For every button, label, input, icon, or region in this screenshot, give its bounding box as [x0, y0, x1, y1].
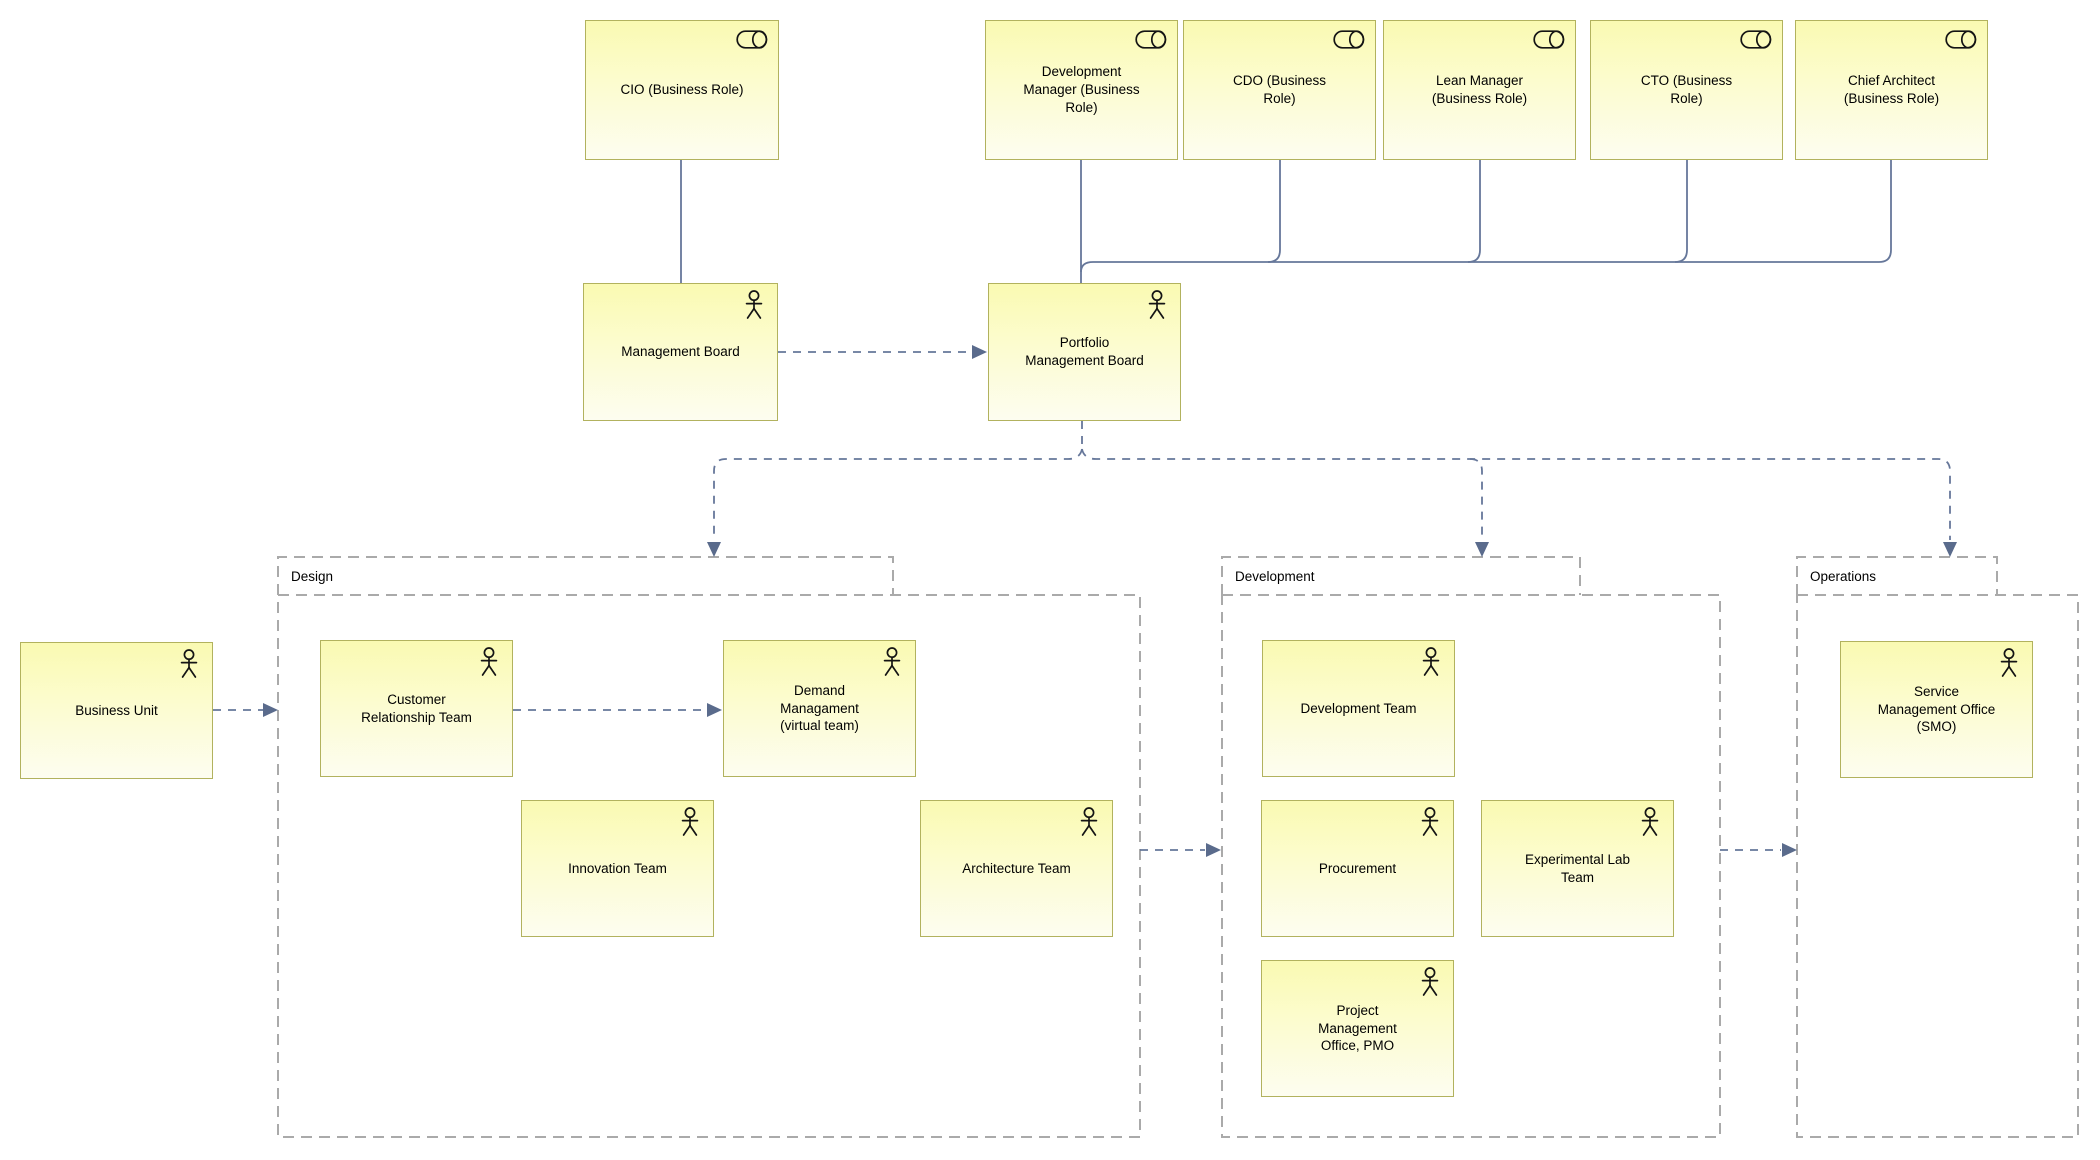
line-chief-architect-bus: [1080, 160, 1892, 273]
node-pmo-label: Project Management Office, PMO: [1318, 1002, 1397, 1054]
group-design-label: Design: [291, 568, 334, 584]
group-development-label: Development: [1235, 568, 1315, 584]
node-chief-architect[interactable]: Chief Architect (Business Role): [1795, 20, 1988, 160]
node-customer-relationship-team[interactable]: Customer Relationship Team: [320, 640, 513, 777]
node-business-unit-label: Business Unit: [75, 702, 158, 718]
node-architecture-team-label: Architecture Team: [962, 860, 1071, 876]
arrowhead-portfolio: [972, 345, 987, 359]
node-cdo[interactable]: CDO (Business Role): [1183, 20, 1376, 160]
arrowhead-development-entry: [1206, 843, 1221, 857]
node-customer-relationship-team-label: Customer Relationship Team: [361, 691, 472, 725]
node-cto-label: CTO (Business Role): [1640, 73, 1733, 106]
node-experimental-lab-team-label: Experimental Lab Team: [1524, 851, 1631, 885]
arrowhead-branch-design: [707, 542, 721, 557]
node-portfolio-management-board[interactable]: Portfolio Management Board: [988, 283, 1181, 421]
node-cio[interactable]: CIO (Business Role): [585, 20, 779, 160]
node-pmo[interactable]: Project Management Office, PMO: [1261, 960, 1454, 1097]
node-lean-manager-label: Lean Manager (Business Role): [1431, 73, 1528, 106]
node-smo[interactable]: Service Management Office (SMO): [1840, 641, 2033, 778]
node-procurement-label: Procurement: [1318, 860, 1397, 876]
line-lean-manager-bus: [1467, 160, 1481, 263]
line-cto-bus: [1674, 160, 1688, 263]
node-innovation-team[interactable]: Innovation Team: [521, 800, 714, 937]
arrowhead-design-entry: [263, 703, 278, 717]
arrowhead-branch-operations: [1943, 542, 1957, 557]
node-cio-label: CIO (Business Role): [620, 82, 744, 98]
node-business-unit[interactable]: Business Unit: [20, 642, 213, 779]
arrowhead-operations-entry: [1782, 843, 1797, 857]
node-lean-manager[interactable]: Lean Manager (Business Role): [1383, 20, 1576, 160]
node-demand-management-label: Demand Managament (virtual team): [780, 682, 859, 734]
node-cto[interactable]: CTO (Business Role): [1590, 20, 1783, 160]
node-development-team-label: Development Team: [1300, 700, 1417, 716]
node-innovation-team-label: Innovation Team: [568, 860, 667, 876]
node-smo-label: Service Management Office (SMO): [1877, 683, 1996, 735]
node-experimental-lab-team[interactable]: Experimental Lab Team: [1481, 800, 1674, 937]
node-architecture-team[interactable]: Architecture Team: [920, 800, 1113, 937]
node-procurement[interactable]: Procurement: [1261, 800, 1454, 937]
group-operations-label: Operations: [1810, 568, 1877, 584]
arrowhead-branch-development: [1475, 542, 1489, 557]
line-cdo-bus: [1267, 160, 1281, 263]
node-management-board[interactable]: Management Board: [583, 283, 778, 421]
node-management-board-label: Management Board: [621, 344, 740, 360]
node-development-manager[interactable]: Development Manager (Business Role): [985, 20, 1178, 160]
dashed-branch-development: [1469, 458, 1483, 540]
node-development-team[interactable]: Development Team: [1262, 640, 1455, 777]
node-cdo-label: CDO (Business Role): [1232, 73, 1327, 106]
dashed-branch-design: [713, 448, 1083, 540]
node-development-manager-label: Development Manager (Business Role): [1023, 64, 1140, 115]
node-portfolio-management-board-label: Portfolio Management Board: [1025, 335, 1144, 368]
node-demand-management[interactable]: Demand Managament (virtual team): [723, 640, 916, 777]
dashed-branch-operations: [1081, 448, 1951, 540]
node-chief-architect-label: Chief Architect (Business Role): [1843, 73, 1940, 106]
